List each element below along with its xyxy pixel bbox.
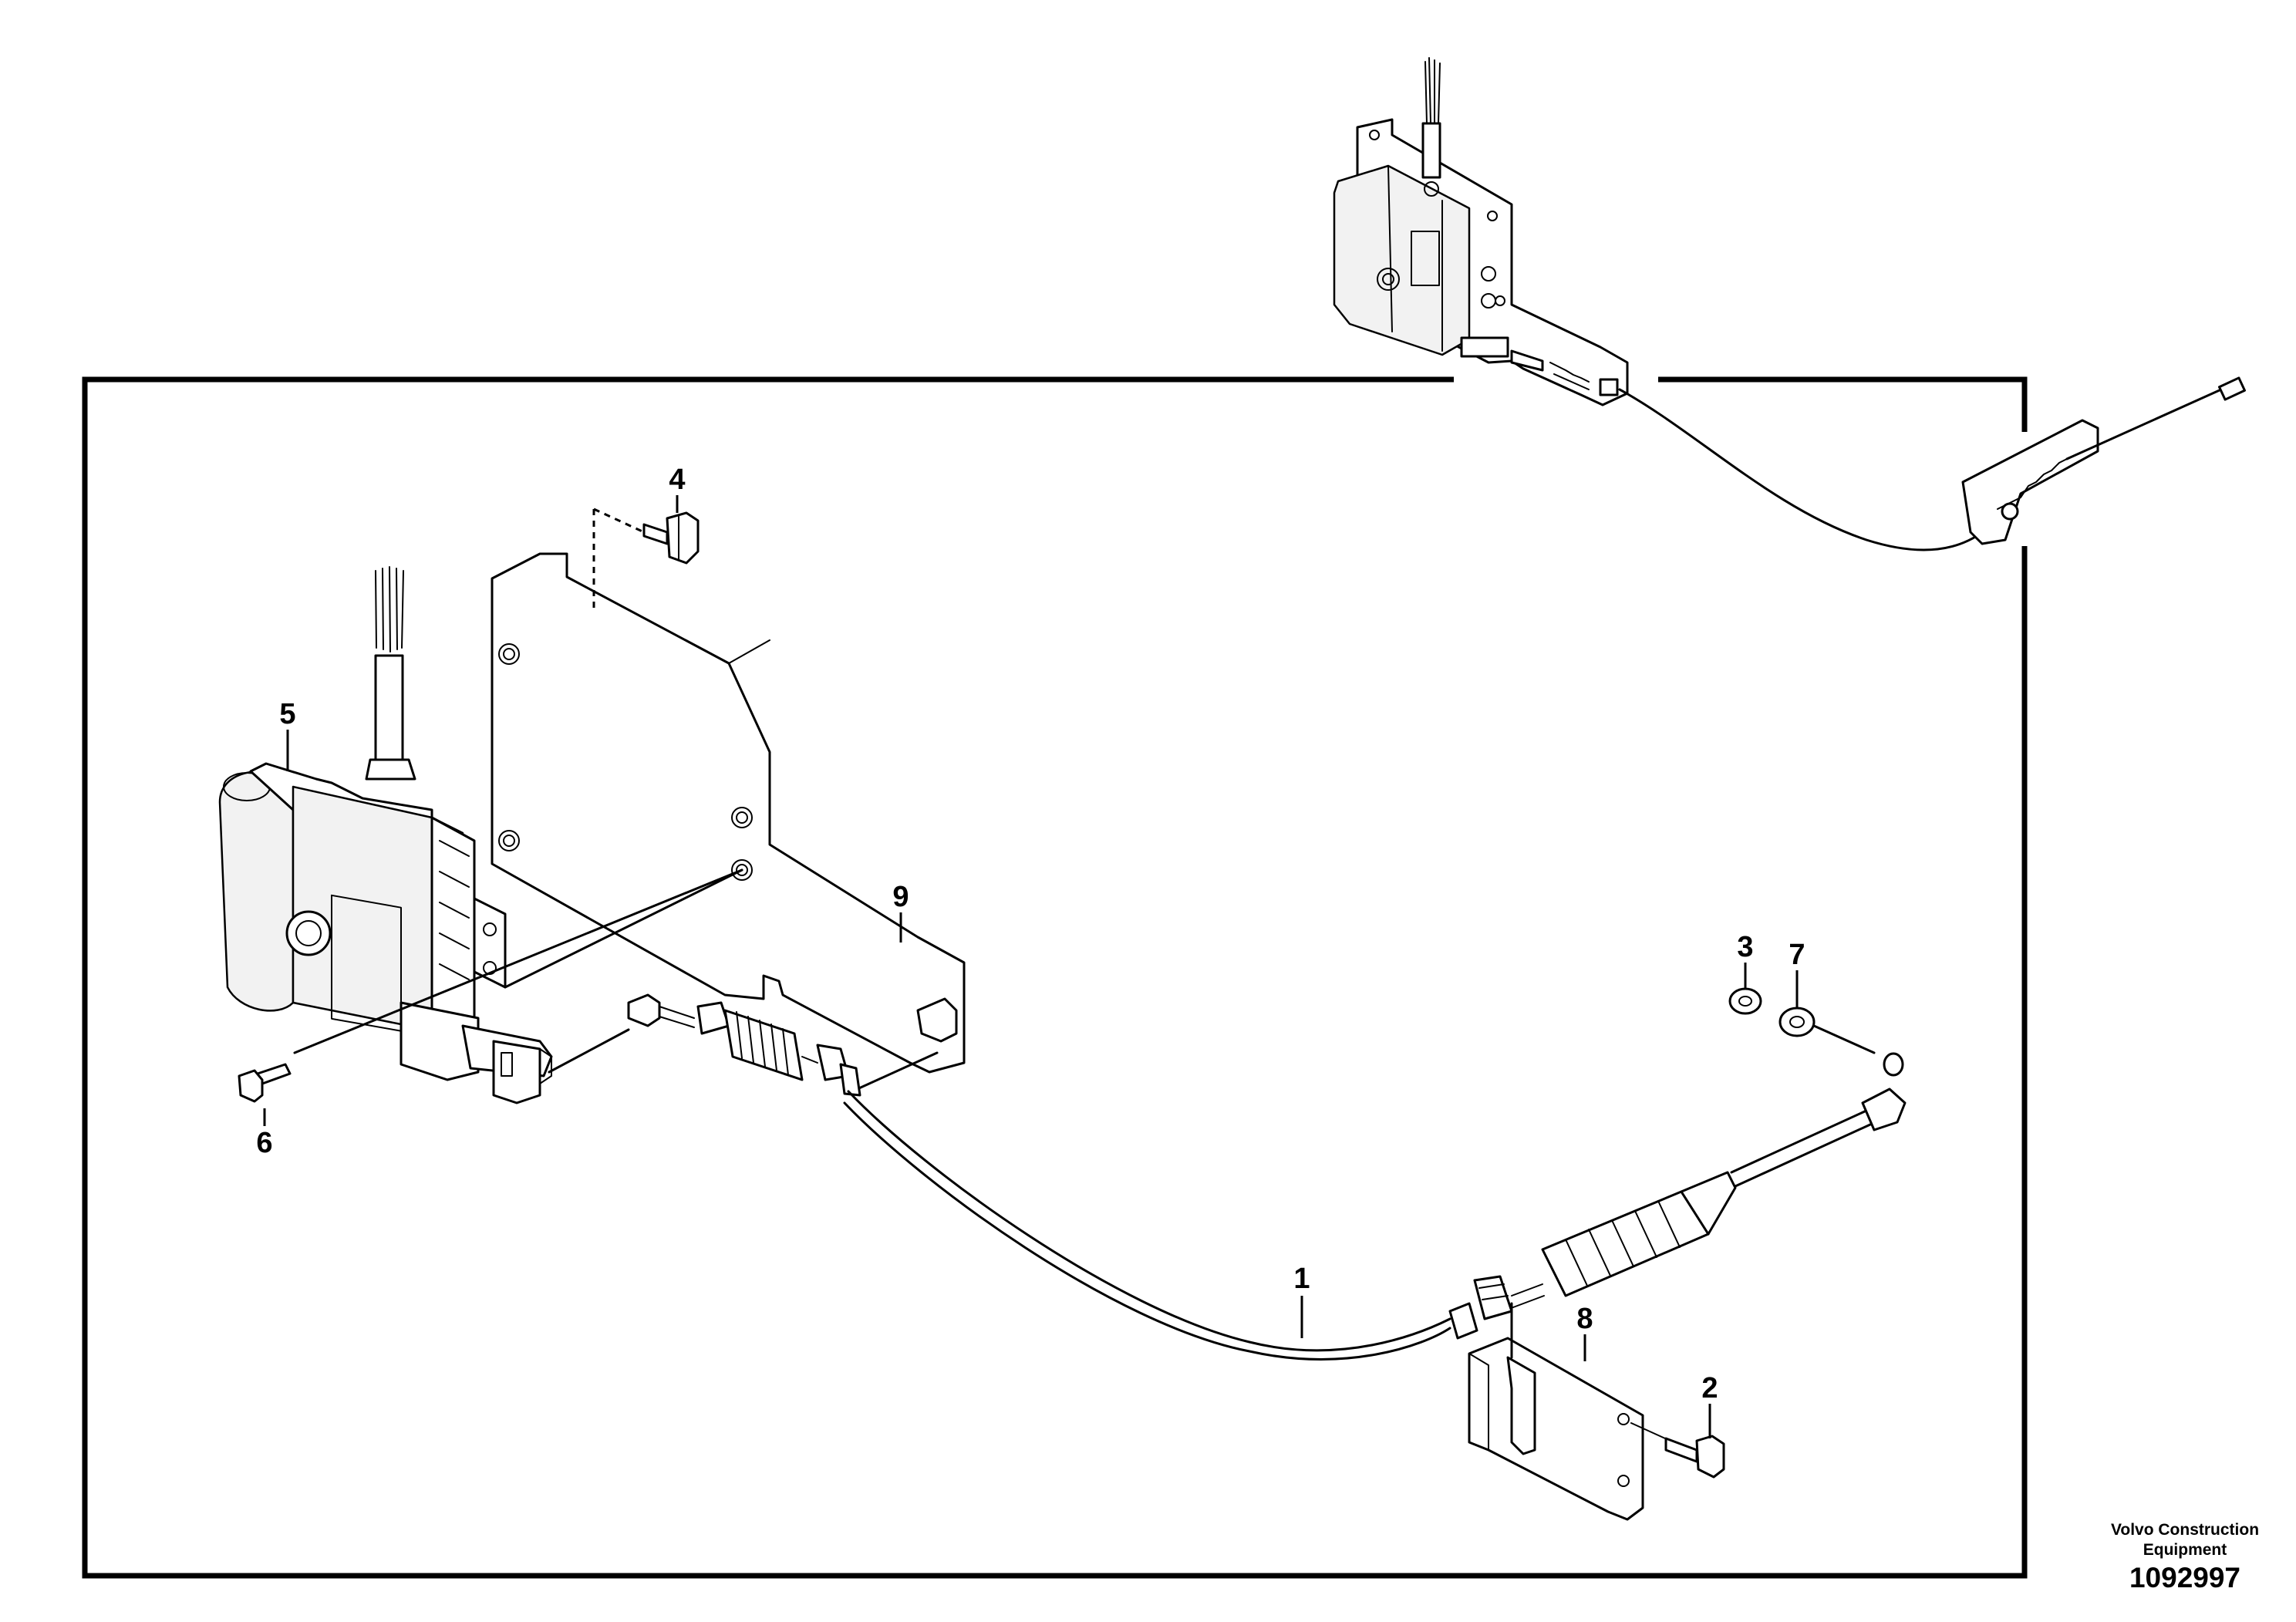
brand-line-1: Volvo Construction (2111, 1521, 2259, 1539)
alignment-line-d (851, 1051, 939, 1093)
alignment-line-c (548, 1028, 630, 1074)
alignment-line-a (293, 868, 743, 1054)
callout-8: 8 (1576, 1303, 1593, 1335)
mounting-bracket (491, 552, 966, 1074)
callout-4: 4 (669, 464, 685, 496)
brand-line-2: Equipment (2143, 1541, 2227, 1559)
callout-2: 2 (1701, 1372, 1718, 1404)
drawing-number: 1092997 (2129, 1562, 2240, 1593)
bracket-8 (1468, 1337, 1644, 1521)
cable-near-end (627, 993, 861, 1097)
overview-inset (1333, 57, 2246, 551)
bolt-6 (238, 1063, 292, 1103)
callout-3: 3 (1737, 931, 1753, 963)
bolt-4 (642, 511, 700, 565)
callout-5: 5 (279, 698, 295, 730)
control-cable-inner (843, 1101, 1451, 1361)
callout-9: 9 (892, 881, 909, 913)
alignment-line-b (504, 868, 743, 989)
detail-frame (82, 376, 2028, 1579)
callout-7: 7 (1789, 939, 1805, 971)
actuator-unit (218, 566, 553, 1104)
bolt-4-leader (592, 508, 645, 609)
control-cable (847, 1090, 1451, 1352)
washer-3 (1728, 987, 1762, 1015)
callout-leaders (263, 495, 1799, 1438)
bolt-2 (1630, 1422, 1725, 1479)
washer-7 (1778, 1007, 1816, 1037)
callout-6: 6 (256, 1127, 272, 1159)
washer-alignment-line (1812, 1024, 1876, 1054)
callout-1: 1 (1293, 1263, 1310, 1295)
cable-far-end (1448, 1052, 1907, 1340)
